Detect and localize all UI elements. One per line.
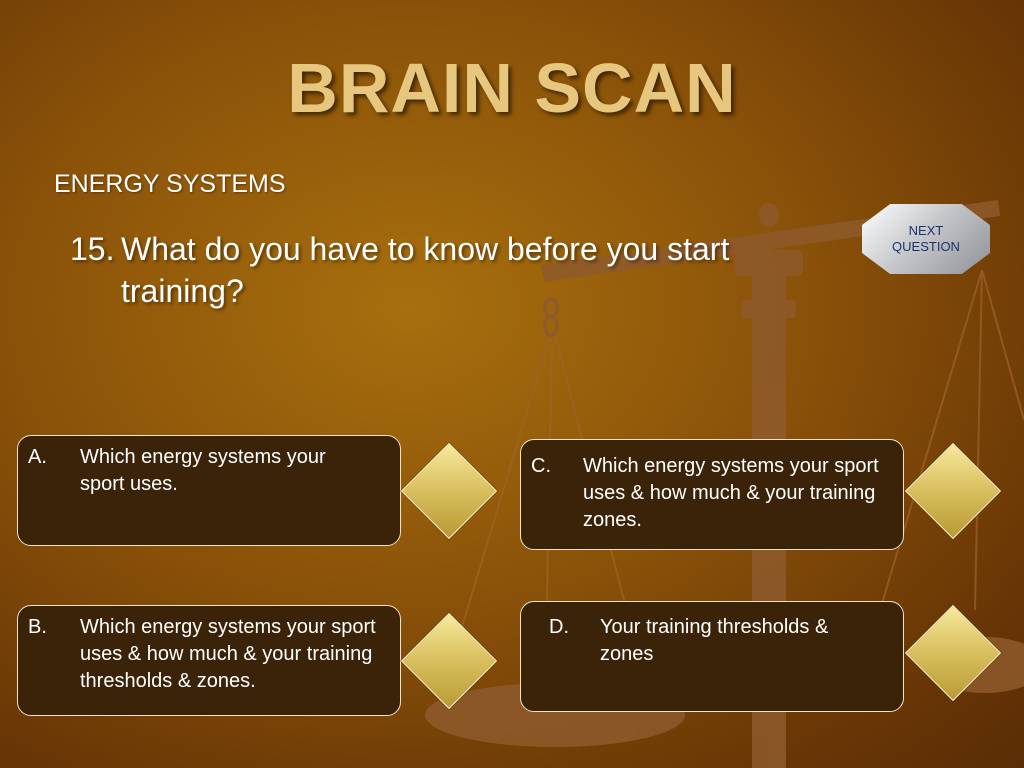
question-text: What do you have to know before you star… [121, 231, 730, 309]
answer-text: Which energy systems your sport uses & h… [583, 455, 879, 531]
answer-letter: A. [28, 446, 47, 468]
answer-text: Which energy systems your sport uses. [80, 446, 326, 495]
next-question-button[interactable]: NEXT QUESTION [862, 204, 990, 274]
answer-letter: B. [28, 616, 47, 638]
section-subtitle: ENERGY SYSTEMS [54, 170, 286, 198]
answer-letter: D. [549, 616, 569, 638]
answer-a[interactable]: A. Which energy systems your sport uses. [17, 435, 401, 546]
question-number: 15. [70, 231, 115, 267]
answer-text: Your training thresholds & zones [600, 616, 829, 665]
question: 15. What do you have to know before you … [70, 228, 810, 312]
next-question-label-line2: QUESTION [892, 239, 960, 254]
next-question-label-line1: NEXT [908, 223, 944, 238]
answer-d[interactable]: D. Your training thresholds & zones [520, 601, 904, 712]
answer-c[interactable]: C. Which energy systems your sport uses … [520, 439, 904, 550]
answer-text: Which energy systems your sport uses & h… [80, 616, 376, 692]
answer-b[interactable]: B. Which energy systems your sport uses … [17, 605, 401, 716]
answer-letter: C. [531, 455, 551, 477]
slide-title: BRAIN SCAN [287, 49, 737, 127]
